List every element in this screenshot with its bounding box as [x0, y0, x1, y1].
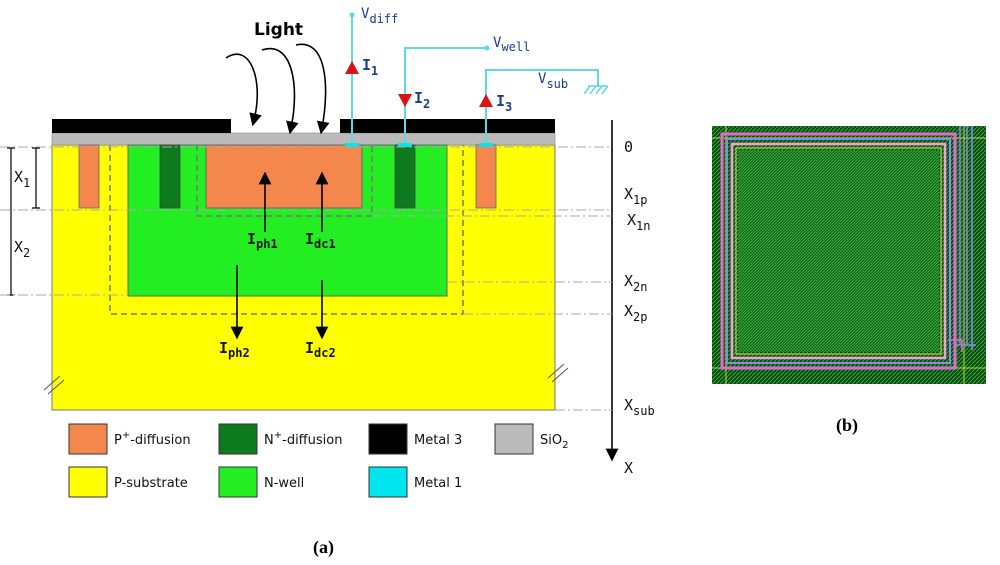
- label-iph2: Iph2: [219, 339, 250, 360]
- n-diffusion-right: [394, 144, 416, 209]
- routing-highlight: [948, 339, 963, 352]
- guard-ring-mid: [726, 138, 951, 364]
- current-arrow-i1: [345, 61, 359, 74]
- caption-a: (a): [313, 537, 334, 558]
- label-vdiff: Vdiff: [361, 6, 398, 26]
- legend-swatch-sio2: [494, 423, 534, 455]
- legend-label-n-diffusion: N+-diffusion: [264, 430, 342, 448]
- light-label: Light: [254, 20, 303, 40]
- label-xsub: Xsub: [624, 396, 655, 418]
- break-mark-right: [547, 363, 569, 383]
- label-x2-left: X2: [14, 238, 30, 260]
- legend-swatch-p-diffusion: [68, 423, 108, 455]
- label-x2n: X2n: [624, 272, 647, 294]
- label-iph1: Iph1: [247, 230, 278, 251]
- p-diffusion-sub-right: [475, 144, 497, 209]
- label-depth-0: 0: [624, 138, 633, 156]
- current-arrow-i2: [398, 94, 412, 107]
- guard-ring-yellow: [735, 147, 942, 355]
- cross-section-diagram: Light Vdiff Vwell Vsub I1 I2 I3 Iph1 Idc…: [0, 6, 655, 477]
- label-x-axis: X: [624, 459, 633, 477]
- terminal-node-vwell: [484, 45, 490, 51]
- legend-label-p-substrate: P-substrate: [114, 476, 188, 491]
- legend-swatch-n-diffusion: [218, 423, 258, 455]
- label-i2: I2: [414, 89, 430, 111]
- legend-swatch-p-substrate: [68, 466, 108, 498]
- label-x2p: X2p: [624, 302, 647, 324]
- ground-symbol: [583, 85, 609, 95]
- legend-label-sio2: SiO2: [540, 433, 568, 451]
- metal3-left: [52, 119, 231, 133]
- label-i1: I1: [362, 56, 378, 78]
- guard-ring-outer: [720, 132, 957, 370]
- label-i3: I3: [496, 92, 512, 114]
- p-diffusion-sub-left: [78, 144, 100, 209]
- legend-label-metal3: Metal 3: [414, 433, 462, 448]
- light-arrow-2: [261, 47, 299, 135]
- metal1-contact-sub: [479, 143, 493, 147]
- current-arrow-i3: [479, 94, 493, 107]
- wire-vwell: [404, 47, 487, 143]
- label-vwell: Vwell: [493, 35, 530, 54]
- depth-bracket-x1: [32, 147, 40, 209]
- label-x1n: X1n: [627, 211, 650, 233]
- light-arrow-1: [225, 53, 262, 127]
- break-mark-left: [43, 375, 65, 395]
- terminal-node-vdiff: [349, 12, 355, 18]
- photodiode-area: [738, 150, 939, 352]
- metal3-right: [340, 119, 555, 133]
- depletion-boundary-nwell: [109, 145, 464, 315]
- light-arrow-3: [295, 43, 330, 135]
- label-x1p: X1p: [624, 185, 647, 207]
- legend-label-metal1: Metal 1: [414, 476, 462, 491]
- legend-label-p-diffusion: P+-diffusion: [114, 430, 191, 448]
- layout-image: [712, 126, 986, 384]
- metal-routing: [956, 126, 976, 350]
- p-diffusion-main: [205, 144, 363, 209]
- guard-ring-inner: [730, 142, 947, 360]
- legend-swatch-metal1: [368, 466, 408, 498]
- legend: P+-diffusion N+-diffusion Metal 3 SiO2 P…: [68, 423, 568, 498]
- depletion-boundary-p-diff: [196, 145, 373, 217]
- metal1-contact-diff: [345, 143, 359, 147]
- legend-label-n-well: N-well: [264, 476, 304, 491]
- label-vsub: Vsub: [538, 71, 568, 91]
- legend-swatch-metal3: [368, 423, 408, 455]
- label-idc2: Idc2: [305, 339, 336, 360]
- label-x1-left: X1: [14, 168, 30, 190]
- caption-b: (b): [836, 415, 858, 436]
- label-idc1: Idc1: [305, 230, 336, 251]
- n-diffusion-left: [159, 144, 181, 209]
- legend-swatch-n-well: [218, 466, 258, 498]
- metal1-contact-well: [398, 143, 412, 147]
